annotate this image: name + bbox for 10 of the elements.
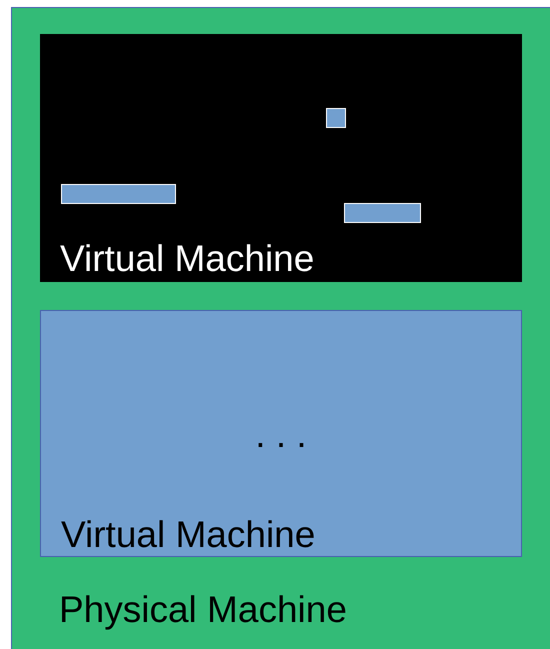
bar-block: [344, 203, 421, 223]
virtual-machine-screen: [40, 34, 522, 282]
box-title: Virtual Machine: [61, 516, 316, 553]
box-title: Physical Machine: [59, 591, 347, 628]
small-square-block: [326, 108, 346, 128]
physical-machine-box: [11, 7, 550, 649]
box-title: Virtual Machine: [60, 240, 314, 277]
bar-block: [61, 184, 176, 204]
ellipsis-text: . . .: [255, 416, 307, 453]
virtual-machine-box: [40, 310, 522, 557]
